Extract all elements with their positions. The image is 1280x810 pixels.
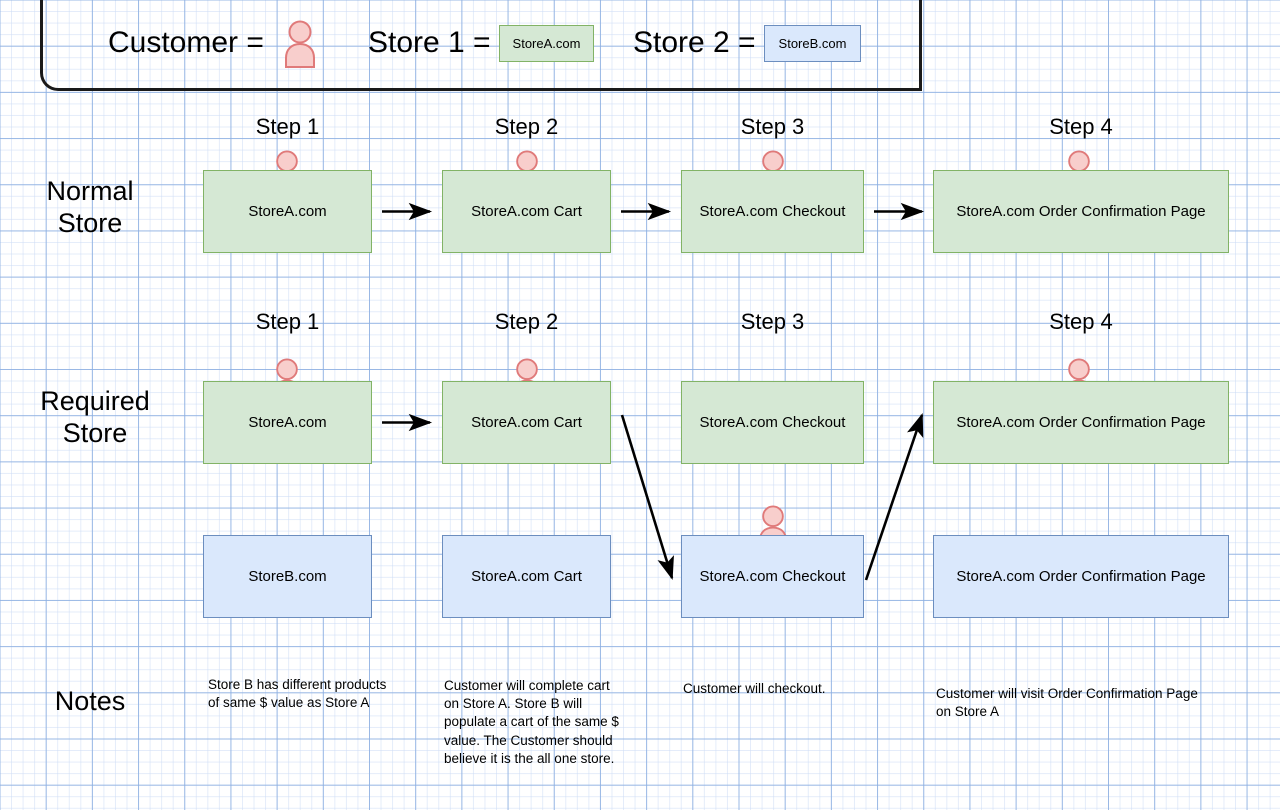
row-label-normal-line2: Store (57, 207, 123, 238)
step-caption-required-2: Step 2 (494, 309, 559, 334)
row-label-required-line2: Store (62, 417, 128, 448)
node-normal-step-3[interactable]: StoreA.com Checkout (681, 170, 864, 253)
node-required-step-2[interactable]: StoreA.com Cart (442, 381, 611, 464)
node-required-step-4[interactable]: StoreA.com Order Confirmation Page (933, 381, 1229, 464)
legend-store1-label: Store 1 = (368, 26, 491, 59)
step-caption-normal-2: Step 2 (494, 114, 559, 139)
step-caption-required-3: Step 3 (740, 309, 805, 334)
legend-store1-chip: StoreA.com (499, 25, 594, 62)
step-caption-normal-4: Step 4 (1049, 114, 1113, 139)
step-caption-required-4: Step 4 (1049, 309, 1113, 334)
note-step-2: Customer will complete cart on Store A. … (444, 678, 619, 766)
row-label-normal-store: Normal Store (10, 176, 170, 240)
node-normal-step-2[interactable]: StoreA.com Cart (442, 170, 611, 253)
person-icon (283, 20, 317, 68)
node-storeb-step-2[interactable]: StoreA.com Cart (442, 535, 611, 618)
legend-store2-label: Store 2 = (633, 26, 756, 59)
step-caption-normal-3: Step 3 (740, 114, 805, 139)
row-label-normal-line1: Normal (46, 176, 134, 206)
legend-customer-label: Customer = (108, 26, 264, 59)
node-storeb-step-1[interactable]: StoreB.com (203, 535, 372, 618)
node-storeb-step-4[interactable]: StoreA.com Order Confirmation Page (933, 535, 1229, 618)
note-step-1: Store B has different products of same $… (208, 677, 387, 711)
node-normal-step-4[interactable]: StoreA.com Order Confirmation Page (933, 170, 1229, 253)
row-label-notes: Notes (54, 686, 126, 716)
arrow-storeb-checkout-to-confirmation (864, 413, 924, 581)
step-caption-required-1: Step 1 (255, 309, 320, 334)
step-caption-normal-1: Step 1 (255, 114, 320, 139)
node-required-step-3[interactable]: StoreA.com Checkout (681, 381, 864, 464)
note-step-3: Customer will checkout. (683, 681, 826, 696)
node-storeb-step-3[interactable]: StoreA.com Checkout (681, 535, 864, 618)
note-step-4: Customer will visit Order Confirmation P… (936, 686, 1198, 720)
node-normal-step-1[interactable]: StoreA.com (203, 170, 372, 253)
row-label-required-store: Required Store (10, 386, 180, 450)
legend-store2-chip: StoreB.com (764, 25, 861, 62)
arrow-cart-to-storeb-checkout (620, 414, 674, 580)
node-required-step-1[interactable]: StoreA.com (203, 381, 372, 464)
row-label-required-line1: Required (40, 386, 150, 416)
